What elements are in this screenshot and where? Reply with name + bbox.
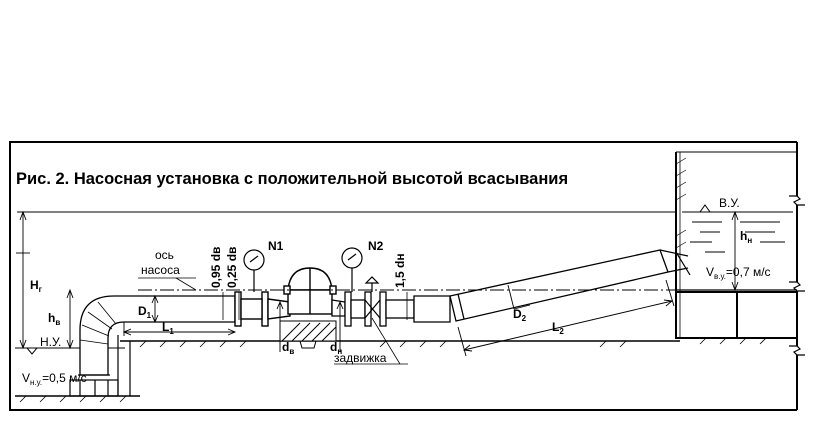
gauge-tap-dimension-lines <box>222 292 408 320</box>
inclined-discharge-pipe <box>449 249 669 322</box>
pump-body <box>283 267 337 315</box>
sump-walls <box>69 335 119 397</box>
upper-velocity-label: Vв.у.=0,7 м/с <box>706 265 771 281</box>
dv-dimension <box>276 300 284 352</box>
dim-025-dv: 0,25 dв <box>225 247 239 288</box>
dv-label: dв <box>282 340 294 356</box>
hn-dimension <box>731 210 739 292</box>
hv-dimension <box>66 288 74 350</box>
hn-label: hн <box>740 229 752 245</box>
axis-label-line2: насоса <box>141 263 180 277</box>
l1-dimension <box>122 322 237 336</box>
suction-pipe <box>78 295 236 376</box>
axis-label-line1: ось <box>155 248 174 262</box>
valve-label: задвижка <box>334 351 387 365</box>
upper-water-surface <box>682 204 793 253</box>
l1-label: L1 <box>162 320 174 336</box>
d1-dimension <box>151 294 159 324</box>
discharge-pipe <box>331 291 451 327</box>
d2-dimension <box>507 284 531 310</box>
figure-title: Рис. 2. Насосная установка с положительн… <box>16 170 568 188</box>
valve-symbol <box>364 276 381 319</box>
hg-dimension <box>16 210 676 350</box>
lower-velocity-label: Vн.у.=0,5 м/с <box>22 371 87 387</box>
ground-hatching <box>19 337 767 403</box>
pump-foundation <box>279 320 337 349</box>
upper-reservoir <box>675 151 798 339</box>
upper-level-label: В.У. <box>719 196 740 210</box>
lower-level-label: Н.У. <box>40 335 61 349</box>
dn-label: dн <box>330 340 342 356</box>
l2-dimension <box>457 279 675 357</box>
suction-elbow-segments <box>79 301 117 345</box>
dim-15-dn: 1,5 dн <box>393 253 407 288</box>
dim-095-dv: 0,95 dв <box>209 247 223 288</box>
suction-flanges <box>234 291 291 327</box>
dn-dimension <box>336 300 344 352</box>
axis-leader <box>138 277 197 291</box>
d1-label: D1 <box>138 304 152 320</box>
upper-reservoir-hatching <box>675 157 687 249</box>
gauge-n2-label: N2 <box>368 239 384 253</box>
valve-leader <box>334 317 408 365</box>
gauge-n1-label: N1 <box>268 239 284 253</box>
ground-line <box>15 337 790 397</box>
outlet-nozzle <box>659 249 691 276</box>
gauge-n2 <box>341 247 363 292</box>
d2-label: D2 <box>513 307 527 323</box>
hg-label: Hг <box>30 278 43 294</box>
gauge-n1 <box>243 249 265 292</box>
l2-label: L2 <box>552 320 564 336</box>
hv-label: hв <box>48 311 60 327</box>
frame-break-marks <box>789 195 805 356</box>
